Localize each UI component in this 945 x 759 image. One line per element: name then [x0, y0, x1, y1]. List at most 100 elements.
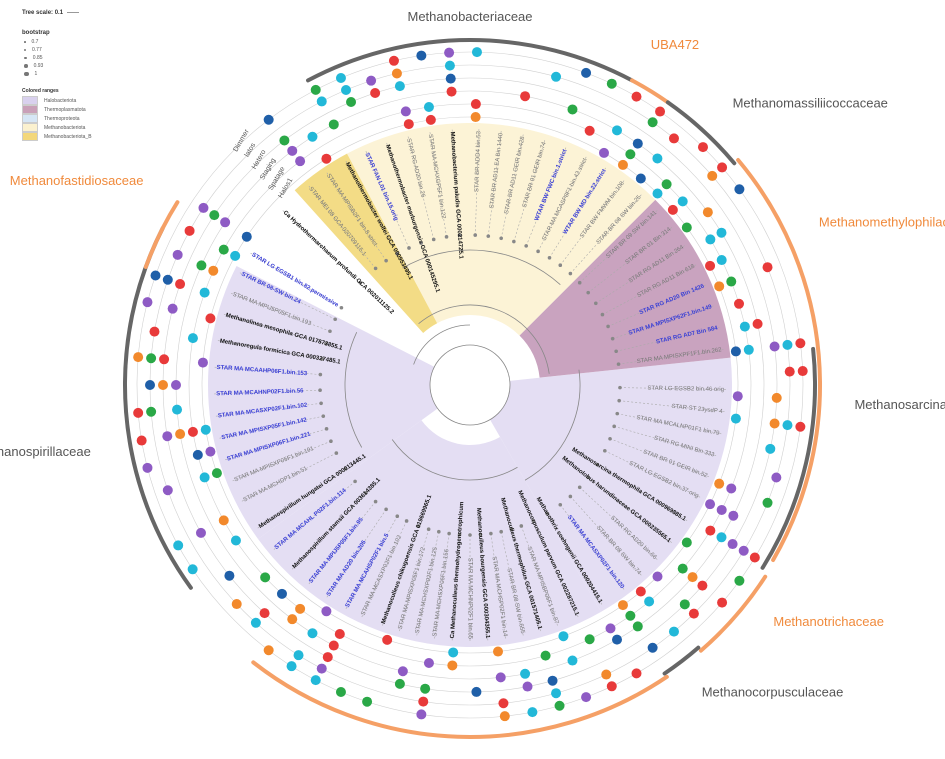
- leaf-guide: [344, 516, 398, 611]
- annotation-dot: [162, 431, 173, 442]
- bootstrap-node: [610, 336, 615, 341]
- annotation-dot: [425, 114, 436, 125]
- annotation-dot: [171, 380, 181, 390]
- annotation-dot: [218, 244, 229, 255]
- annotation-dot: [133, 352, 144, 363]
- annotation-dot: [707, 170, 718, 181]
- annotation-dot: [200, 424, 211, 435]
- annotation-dot: [714, 478, 725, 489]
- bootstrap-node: [614, 349, 618, 354]
- leaf-guide: [617, 413, 724, 435]
- leaf-guide: [307, 501, 376, 586]
- scale-bar: [67, 11, 80, 13]
- bootstrap-node: [395, 514, 400, 518]
- bootstrap-node: [545, 511, 550, 516]
- annotation-dot: [388, 55, 399, 66]
- range-swatch: [22, 105, 38, 114]
- annotation-dot: [346, 96, 357, 107]
- annotation-dot: [321, 606, 332, 617]
- annotation-dot: [208, 265, 219, 276]
- annotation-dot: [681, 222, 692, 233]
- ring-guide: [136, 51, 804, 719]
- bootstrap-node: [616, 362, 621, 366]
- bootstrap-node: [478, 532, 483, 537]
- annotation-dot: [263, 114, 274, 125]
- annotation-dot: [584, 634, 595, 645]
- annotation-dot: [730, 346, 741, 357]
- annotation-dot: [167, 303, 178, 314]
- bootstrap-node: [603, 448, 607, 453]
- bootstrap-title: bootstrap: [22, 30, 50, 36]
- annotation-dot: [205, 313, 216, 324]
- annotation-dot: [797, 366, 808, 377]
- bootstrap-node: [328, 329, 332, 334]
- annotation-dot: [547, 675, 558, 686]
- annotation-dot: [142, 297, 153, 308]
- leaf-guide: [474, 127, 480, 236]
- annotation-dot: [184, 225, 195, 236]
- annotation-dot: [795, 421, 806, 432]
- leaf-guide: [307, 184, 376, 269]
- annotation-dot: [447, 660, 458, 671]
- bootstrap-node: [536, 249, 540, 254]
- internal-branch: [418, 304, 550, 374]
- annotation-dot: [498, 698, 509, 709]
- annotation-dot: [159, 354, 170, 365]
- leaf-guide: [381, 525, 419, 628]
- annotation-dot: [738, 545, 749, 556]
- annotation-dot: [307, 628, 318, 639]
- internal-branch: [413, 324, 471, 365]
- leaf-guide: [221, 313, 326, 344]
- annotation-dot: [158, 380, 168, 390]
- annotation-dot: [199, 472, 210, 483]
- range-methanobacteriota-b: [294, 153, 438, 333]
- annotation-dot: [230, 250, 241, 261]
- bootstrap-node: [358, 280, 363, 285]
- leaf-guide: [429, 130, 447, 237]
- bootstrap-node: [321, 414, 326, 418]
- annotation-dot: [366, 75, 377, 86]
- annotation-dot: [554, 700, 565, 711]
- bootstrap-node: [586, 290, 591, 295]
- annotation-dot: [196, 260, 207, 271]
- annotation-dot: [784, 366, 795, 377]
- annotation-dot: [418, 696, 429, 707]
- internal-branch: [344, 332, 363, 448]
- leaf-guide: [229, 292, 331, 332]
- tip-label: STAR MA MCHNP02F1 bin.65: [466, 558, 472, 640]
- annotation-dot: [150, 270, 161, 281]
- annotation-dot: [522, 681, 533, 692]
- range-legend-item: Methanobacteriota: [22, 123, 92, 132]
- bootstrap-node: [468, 533, 472, 537]
- annotation-dot: [136, 435, 147, 446]
- bootstrap-node: [457, 532, 462, 537]
- annotation-dot: [716, 532, 727, 543]
- range-thermoplasmatota: [519, 199, 731, 378]
- bootstrap-legend-item: 0.85: [22, 54, 92, 62]
- annotation-dot: [734, 298, 745, 309]
- tree-branches: [212, 127, 728, 643]
- annotation-dot: [259, 608, 270, 619]
- ranges-title: Colored ranges: [22, 88, 59, 94]
- annotation-dot: [230, 535, 241, 546]
- annotation-dot: [175, 429, 186, 440]
- bootstrap-node: [320, 357, 325, 361]
- leaf-guide: [223, 428, 327, 461]
- internal-branch: [391, 439, 518, 481]
- leaf-guide: [451, 127, 460, 236]
- annotation-dot: [263, 645, 274, 656]
- bootstrap-node: [531, 519, 536, 523]
- leaf-guide: [570, 193, 643, 274]
- bootstrap-node: [416, 524, 421, 528]
- annotation-dot: [705, 525, 716, 536]
- annotation-dot: [668, 626, 679, 637]
- family-arc: [736, 158, 822, 562]
- annotation-dot: [448, 647, 459, 658]
- bootstrap-dot-icon: [24, 64, 28, 68]
- annotation-dot: [224, 570, 235, 581]
- colored-ranges: [207, 122, 733, 647]
- family-label: Methanofastidiosaceae: [10, 173, 144, 188]
- annotation-dot: [668, 133, 679, 144]
